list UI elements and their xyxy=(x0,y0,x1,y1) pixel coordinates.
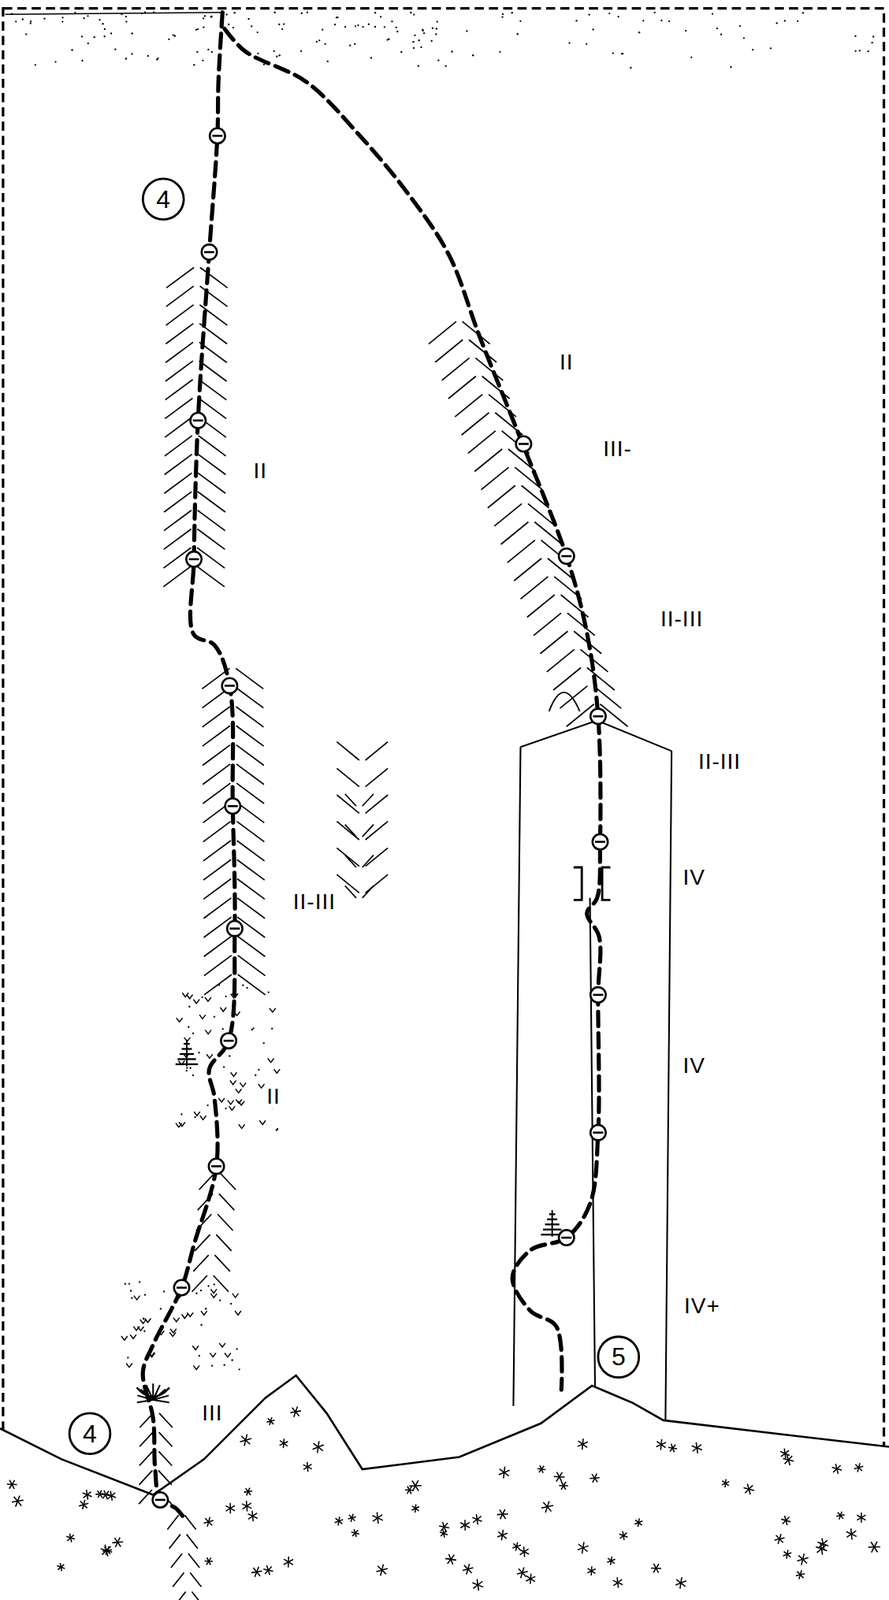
belay-station xyxy=(190,412,206,428)
belay-station xyxy=(590,709,606,725)
grade-label: III- xyxy=(600,437,635,462)
belay-station xyxy=(220,1033,236,1049)
belay-station xyxy=(590,987,606,1003)
tree-symbol xyxy=(175,1040,198,1068)
route-number: 5 xyxy=(611,1344,626,1370)
belay-station xyxy=(558,548,574,564)
belay-station xyxy=(209,128,225,144)
belay-station xyxy=(152,1492,168,1508)
belay-station xyxy=(558,1230,574,1246)
belay-station xyxy=(201,244,217,260)
route-line xyxy=(224,28,601,1391)
summit-edge xyxy=(4,12,224,15)
grade-label: IV xyxy=(680,866,707,890)
route-line xyxy=(142,12,235,1522)
frame-border xyxy=(3,8,885,1597)
belay-station xyxy=(590,1125,606,1141)
grade-label: II xyxy=(557,350,577,375)
route-number: 4 xyxy=(82,1421,97,1447)
grade-label: IV+ xyxy=(681,1294,723,1319)
belay-station xyxy=(222,678,238,694)
grade-label: II-III xyxy=(658,607,706,632)
route-number: 4 xyxy=(156,186,171,213)
grade-label: IV xyxy=(680,1054,707,1079)
snow-stipple xyxy=(11,11,875,70)
grade-label: II xyxy=(250,459,270,484)
slab-hatching xyxy=(138,267,628,1600)
belay-station xyxy=(226,921,242,937)
grade-label: II-III xyxy=(290,890,339,915)
ground-line xyxy=(0,1376,889,1496)
belay-station xyxy=(516,436,532,452)
bush-tuft xyxy=(137,1383,170,1403)
grade-label: II-III xyxy=(695,750,744,774)
belay-station xyxy=(225,799,241,815)
grass-ledges xyxy=(121,984,280,1371)
grade-label: II xyxy=(264,1085,283,1109)
chimney-bracket xyxy=(573,867,611,901)
belay-station xyxy=(592,834,608,850)
belay-station xyxy=(208,1159,224,1175)
belay-station xyxy=(174,1280,190,1296)
pitch-circles xyxy=(69,178,640,1455)
ground-asterisks xyxy=(7,1407,881,1593)
belay-station xyxy=(185,551,201,567)
grade-label: III xyxy=(199,1402,225,1426)
topo-art xyxy=(0,8,889,1600)
ground-fill xyxy=(0,1376,889,1600)
